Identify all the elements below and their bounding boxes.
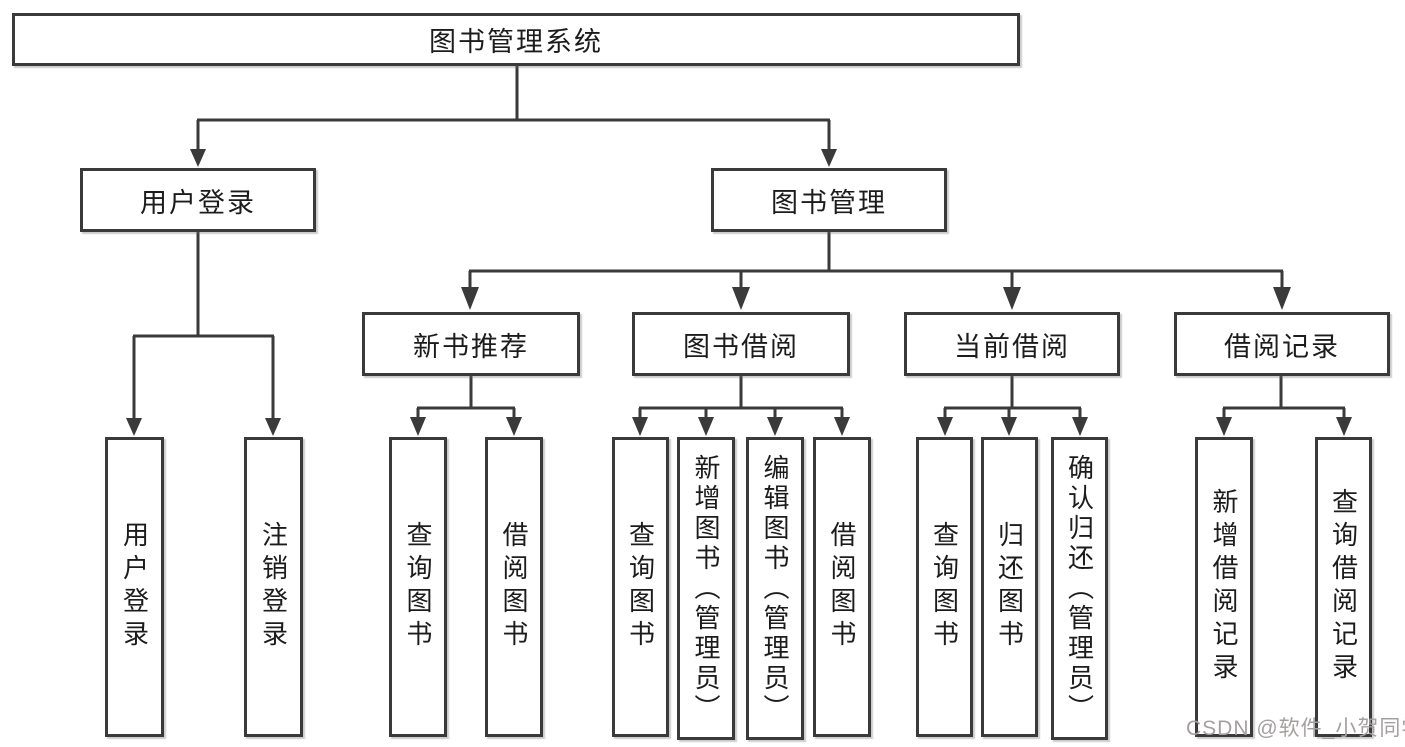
node-leaf-query-books-3: 查询图书 [916, 437, 973, 737]
node-branch-user-login: 用户登录 [80, 168, 316, 232]
node-leaf-query-borrow-record: 查询借阅记录 [1315, 437, 1372, 737]
node-leaf-return-books: 归还图书 [981, 437, 1038, 737]
node-leaf-user-login: 用户登录 [105, 437, 164, 737]
node-section-book-borrow: 图书借阅 [632, 312, 850, 376]
node-branch-book-management: 图书管理 [711, 168, 947, 232]
node-leaf-confirm-return-admin: 确认归还（管理员） [1051, 437, 1108, 740]
node-section-new-book-recommend: 新书推荐 [362, 312, 580, 376]
csdn-watermark: CSDN @软件_小贺同学 [1186, 717, 1405, 740]
node-leaf-query-books-1: 查询图书 [389, 437, 447, 737]
node-leaf-add-borrow-record: 新增借阅记录 [1195, 437, 1253, 737]
node-leaf-add-books-admin: 新增图书（管理员） [677, 437, 735, 740]
node-leaf-logout: 注销登录 [244, 437, 303, 737]
node-section-current-borrow: 当前借阅 [904, 312, 1120, 376]
node-root-system: 图书管理系统 [12, 13, 1020, 66]
node-leaf-borrow-books-1: 借阅图书 [485, 437, 543, 737]
node-leaf-edit-books-admin: 编辑图书（管理员） [746, 437, 804, 740]
node-leaf-query-books-2: 查询图书 [612, 437, 669, 737]
node-leaf-borrow-books-2: 借阅图书 [813, 437, 871, 737]
node-section-borrow-records: 借阅记录 [1174, 312, 1390, 376]
